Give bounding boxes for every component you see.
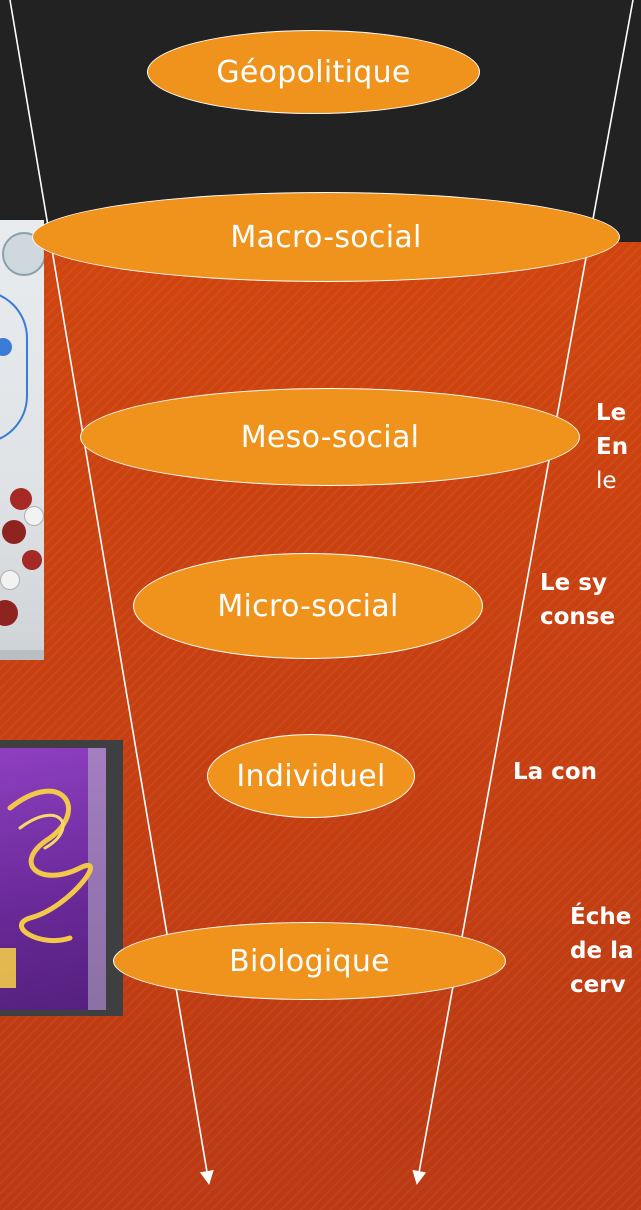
side-text-micro: Le sy conse — [540, 566, 641, 638]
molecule-illustration-photo — [0, 220, 44, 660]
side-text-meso: Le En le — [596, 396, 641, 506]
molecule-red-atom-4 — [0, 600, 18, 626]
molecule-white-atom-2 — [0, 570, 20, 590]
molecule-white-atom-1 — [24, 506, 44, 526]
purple-poster-photo — [0, 740, 123, 1016]
molecule-red-atom-3 — [22, 550, 42, 570]
level-label-macro-social: Macro-social — [230, 219, 422, 255]
side-text-biologique-line1: Éche — [570, 904, 632, 930]
molecule-caption-strip — [0, 650, 44, 660]
side-text-meso-line2: En — [596, 434, 629, 460]
side-text-individuel: La con — [513, 755, 641, 795]
level-label-biologique: Biologique — [229, 943, 390, 979]
side-text-meso-line3: le — [596, 468, 617, 494]
molecule-red-atom-2 — [2, 520, 26, 544]
poster-side-strip — [88, 748, 106, 1010]
level-biologique: Biologique — [113, 922, 506, 1000]
side-text-individuel-line1: La con — [513, 759, 597, 785]
molecule-red-atom-1 — [10, 488, 32, 510]
level-label-meso-social: Meso-social — [240, 419, 420, 455]
level-meso-social: Meso-social — [80, 388, 580, 486]
level-micro-social: Micro-social — [133, 553, 483, 659]
level-label-micro-social: Micro-social — [217, 588, 399, 624]
side-text-micro-line2: conse — [540, 604, 616, 630]
side-text-micro-line1: Le sy — [540, 570, 607, 596]
level-geopolitique: Géopolitique — [147, 30, 480, 114]
level-macro-social: Macro-social — [32, 192, 620, 282]
side-text-biologique-line2: de la — [570, 938, 634, 964]
side-text-biologique: Éche de la cerv — [570, 900, 641, 1010]
level-label-geopolitique: Géopolitique — [216, 54, 411, 90]
side-text-meso-line1: Le — [596, 400, 627, 426]
poster-swirl-graphic — [0, 788, 93, 988]
level-individuel: Individuel — [207, 734, 415, 818]
level-label-individuel: Individuel — [236, 758, 386, 794]
molecule-blue-atom — [0, 338, 12, 356]
side-text-biologique-line3: cerv — [570, 972, 626, 998]
